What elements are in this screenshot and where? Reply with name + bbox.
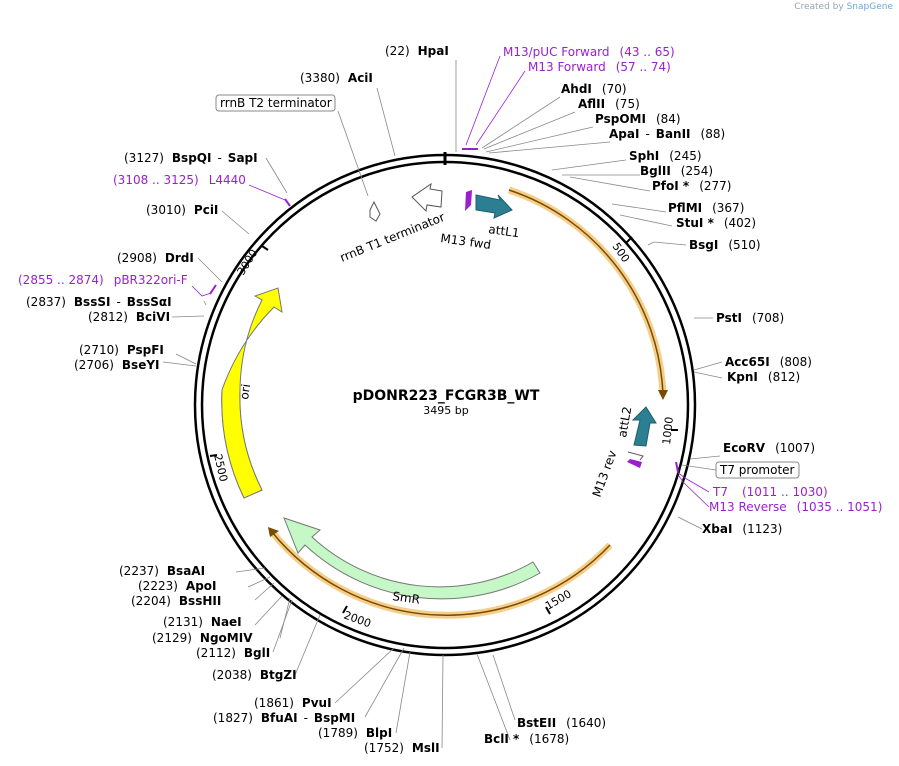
orf-arc-top (508, 189, 664, 396)
t7-promoter-box-label: T7 promoter (719, 463, 795, 477)
site-pvui: (1861)PvuI (254, 696, 332, 710)
site-pfoi: PfoI *(277) (652, 179, 731, 193)
attl2-arrow (631, 406, 657, 447)
site-bsssi: (2837)BssSI-BssSαI (26, 295, 172, 309)
rrnb-t2-box-label: rrnB T2 terminator (220, 96, 332, 110)
rrnb-t2-box (215, 94, 336, 112)
site-sphi: SphI(245) (629, 149, 702, 163)
primer-pbr322: (2855 .. 2874)pBR322ori-F (18, 273, 188, 287)
site-apai: ApaI-BanII(88) (609, 127, 725, 141)
site-stui: StuI *(402) (676, 216, 756, 230)
orf-arc-bottom (271, 531, 611, 616)
site-psti: PstI(708) (716, 311, 784, 325)
site-acc65i: Acc65I(808) (725, 355, 812, 369)
attl1-arrow (475, 194, 513, 219)
site-bseyi: (2706)BseYI (74, 358, 160, 372)
attl2-label: attL2 (615, 405, 634, 438)
rrnb-t1-arrow (411, 182, 443, 213)
site-ngomiv: (2129)NgoMIV (152, 631, 253, 645)
orf-arc-top-head (658, 390, 668, 400)
site-pspomi: PspOMI(84) (595, 112, 681, 126)
primer-m13rev: M13 Reverse(1035 .. 1051) (709, 500, 882, 514)
t7-promoter-inner (627, 451, 644, 461)
ori-feature (221, 287, 283, 499)
m13-fwd-label: M13 fwd (440, 231, 492, 252)
site-bsgi: BsgI(510) (689, 238, 761, 252)
tick-marks (209, 236, 678, 615)
tick-2500: 2500 (211, 453, 230, 483)
site-aflii: AflII(75) (578, 97, 640, 111)
smr-feature (283, 517, 541, 600)
credit-prefix: Created by (794, 2, 844, 12)
m13-rev-feature (627, 459, 642, 468)
t7-promoter-leader (681, 464, 717, 471)
rrnb-t1-label: rrnB T1 terminator (338, 210, 447, 265)
orf-arc-top-glow (507, 186, 667, 396)
primer-leaders (191, 55, 710, 508)
snapgene-brand: SnapGene (846, 2, 893, 12)
rrnb-t2-leader (337, 110, 369, 197)
site-ahdi: AhdI(70) (561, 82, 627, 96)
site-pspfi: (2710)PspFI (79, 343, 164, 357)
attl1-label: attL1 (488, 222, 521, 240)
site-bgli: (2112)BglI (196, 646, 270, 660)
rrnb-t2-arrow (369, 200, 381, 222)
site-bcivi: (2812)BciVI (88, 310, 170, 324)
site-bspqi: (3127)BspQI-SapI (124, 151, 258, 165)
site-msli: (1752)MslI (364, 741, 440, 755)
site-xbai: XbaI(1123) (702, 522, 782, 536)
snapgene-credit: Created by SnapGene (794, 2, 893, 12)
site-hpai: (22)HpaI (385, 44, 449, 58)
site-bcli: BclI *(1678) (484, 732, 569, 746)
primer-t7: T7(1011 .. 1030) (712, 485, 828, 499)
site-apoi: (2223)ApoI (138, 579, 217, 593)
site-btgzi: (2038)BtgZI (212, 668, 297, 682)
site-drdi: (2908)DrdI (117, 251, 194, 265)
site-bsteii: BstEII(1640) (517, 716, 606, 730)
site-kpni: KpnI(812) (727, 370, 800, 384)
site-bsshii: (2204)BssHII (131, 594, 221, 608)
tick-1000: 1000 (660, 416, 676, 445)
site-acii: (3380)AciI (300, 71, 373, 85)
site-bglii: BglII(254) (640, 164, 713, 178)
site-bsaai: (2237)BsaAI (119, 564, 205, 578)
plasmid-name: pDONR223_FCGR3B_WT (353, 388, 540, 404)
primer-m13fwd: M13 Forward(57 .. 74) (528, 60, 671, 74)
site-leaders (162, 60, 723, 749)
site-pflmi: PflMI(367) (668, 201, 744, 215)
orf-arc-bottom-head (268, 527, 279, 537)
primer-marks (209, 148, 679, 473)
plasmid-length: 3495 bp (423, 404, 468, 417)
primer-l4440: (3108 .. 3125)L4440 (113, 173, 246, 187)
m13-rev-label: M13 rev (590, 449, 620, 499)
site-pcii: (3010)PciI (146, 203, 218, 217)
site-naei: (2131)NaeI (163, 615, 242, 629)
m13-fwd-feature (465, 190, 472, 211)
site-bfuai: (1827)BfuAI-BspMI (213, 711, 355, 725)
site-ecorv: EcoRV(1007) (723, 441, 815, 455)
site-blpi: (1789)BlpI (318, 726, 392, 740)
primer-m13puc: M13/pUC Forward(43 .. 65) (503, 45, 675, 59)
smr-label: SmR (392, 589, 421, 607)
ori-label: ori (237, 383, 253, 400)
